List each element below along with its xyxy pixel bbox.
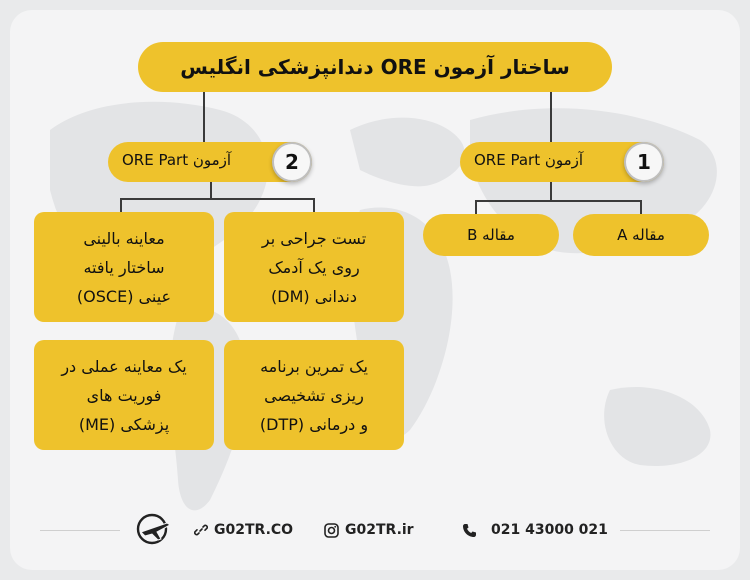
component-dm-line-1: تست جراحی بر bbox=[261, 228, 367, 248]
phone-link[interactable]: 021 43000 021 bbox=[462, 522, 608, 538]
footer-divider-left bbox=[40, 530, 120, 531]
component-me-line-3: پزشکی (ME) bbox=[78, 414, 170, 434]
website-text: G02TR.CO bbox=[214, 522, 294, 538]
component-dm-box: تست جراحی بر روی یک آدمک دندانی (DM) bbox=[224, 212, 404, 322]
connector-essay-b bbox=[475, 200, 477, 214]
footer-divider-right bbox=[620, 530, 710, 531]
component-dm-line-3: دندانی (DM) bbox=[271, 286, 357, 306]
instagram-icon bbox=[324, 522, 339, 538]
component-osce-line-1: معاینه بالینی bbox=[83, 228, 165, 248]
component-dm-line-2: روی یک آدمک bbox=[268, 257, 360, 277]
part-1-number-badge: 1 bbox=[624, 142, 664, 182]
essay-b-pill: مقاله B bbox=[423, 214, 559, 256]
component-me-box: یک معاینه عملی در فوریت های پزشکی (ME) bbox=[34, 340, 214, 450]
component-osce-line-2: ساختار یافته bbox=[83, 257, 165, 277]
connector-part2-horizontal bbox=[120, 198, 315, 200]
component-osce-box: معاینه بالینی ساختار یافته عینی (OSCE) bbox=[34, 212, 214, 322]
connector-part1-horizontal bbox=[475, 200, 642, 202]
part-1-pill: آزمون ORE Part 1 bbox=[460, 142, 664, 182]
connector-part1-down bbox=[550, 182, 552, 200]
connector-essay-a bbox=[640, 200, 642, 214]
phone-text: 021 43000 021 bbox=[491, 522, 608, 538]
component-osce-line-3: عینی (OSCE) bbox=[76, 286, 172, 306]
connector-osce bbox=[120, 198, 122, 212]
connector-title-part2 bbox=[203, 92, 205, 142]
phone-icon bbox=[463, 523, 476, 537]
connector-part2-down bbox=[210, 182, 212, 198]
connector-dm bbox=[313, 198, 315, 212]
link-icon bbox=[194, 524, 208, 536]
component-me-line-1: یک معاینه عملی در bbox=[61, 356, 187, 376]
component-dtp-box: یک تمرین برنامه ریزی تشخیصی و درمانی (DT… bbox=[224, 340, 404, 450]
page-title: ساختار آزمون ORE دندانپزشکی انگلیس bbox=[138, 42, 612, 92]
instagram-link[interactable]: G02TR.ir bbox=[324, 522, 414, 538]
part-2-pill: آزمون ORE Part 2 bbox=[108, 142, 312, 182]
part-1-label: آزمون ORE Part bbox=[474, 151, 584, 169]
connector-title-part1 bbox=[550, 92, 552, 142]
component-me-line-2: فوریت های bbox=[86, 385, 162, 405]
essay-a-pill: مقاله A bbox=[573, 214, 709, 256]
part-2-label: آزمون ORE Part bbox=[122, 151, 232, 169]
footer-bar: G02TR.CO G02TR.ir 021 43000 021 bbox=[0, 513, 750, 545]
component-dtp-line-3: و درمانی (DTP) bbox=[259, 414, 369, 434]
component-dtp-line-2: ریزی تشخیصی bbox=[264, 385, 364, 405]
component-dtp-line-1: یک تمرین برنامه bbox=[260, 356, 368, 376]
airplane-logo-icon bbox=[136, 513, 171, 545]
website-link[interactable]: G02TR.CO bbox=[194, 522, 293, 538]
instagram-text: G02TR.ir bbox=[345, 522, 414, 538]
part-2-number-badge: 2 bbox=[272, 142, 312, 182]
